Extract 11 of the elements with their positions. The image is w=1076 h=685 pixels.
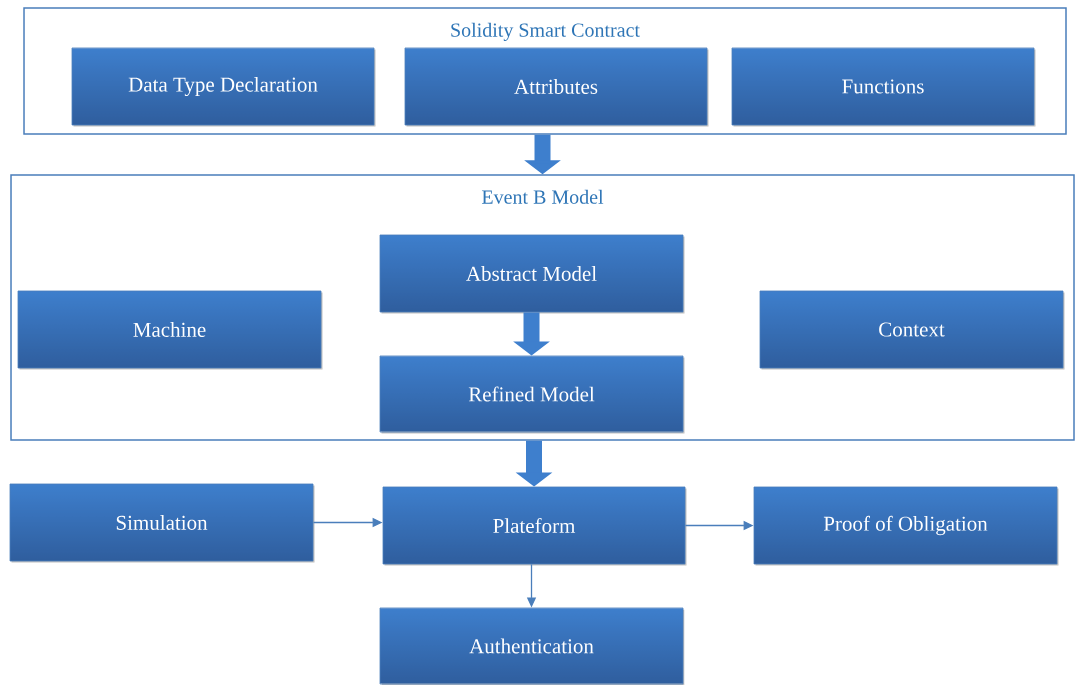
process-box: Simulation [9,483,315,563]
process-box: Functions [731,47,1036,127]
process-box: Context [759,290,1065,370]
process-box: Machine [17,290,323,370]
process-box: Authentication [379,607,685,685]
process-box: Plateform [382,486,687,566]
process-box: Abstract Model [379,234,685,314]
process-box: Refined Model [379,355,685,434]
process-box: Attributes [404,47,709,127]
process-box: Data Type Declaration [71,47,376,127]
process-box: Proof of Obligation [753,486,1059,566]
